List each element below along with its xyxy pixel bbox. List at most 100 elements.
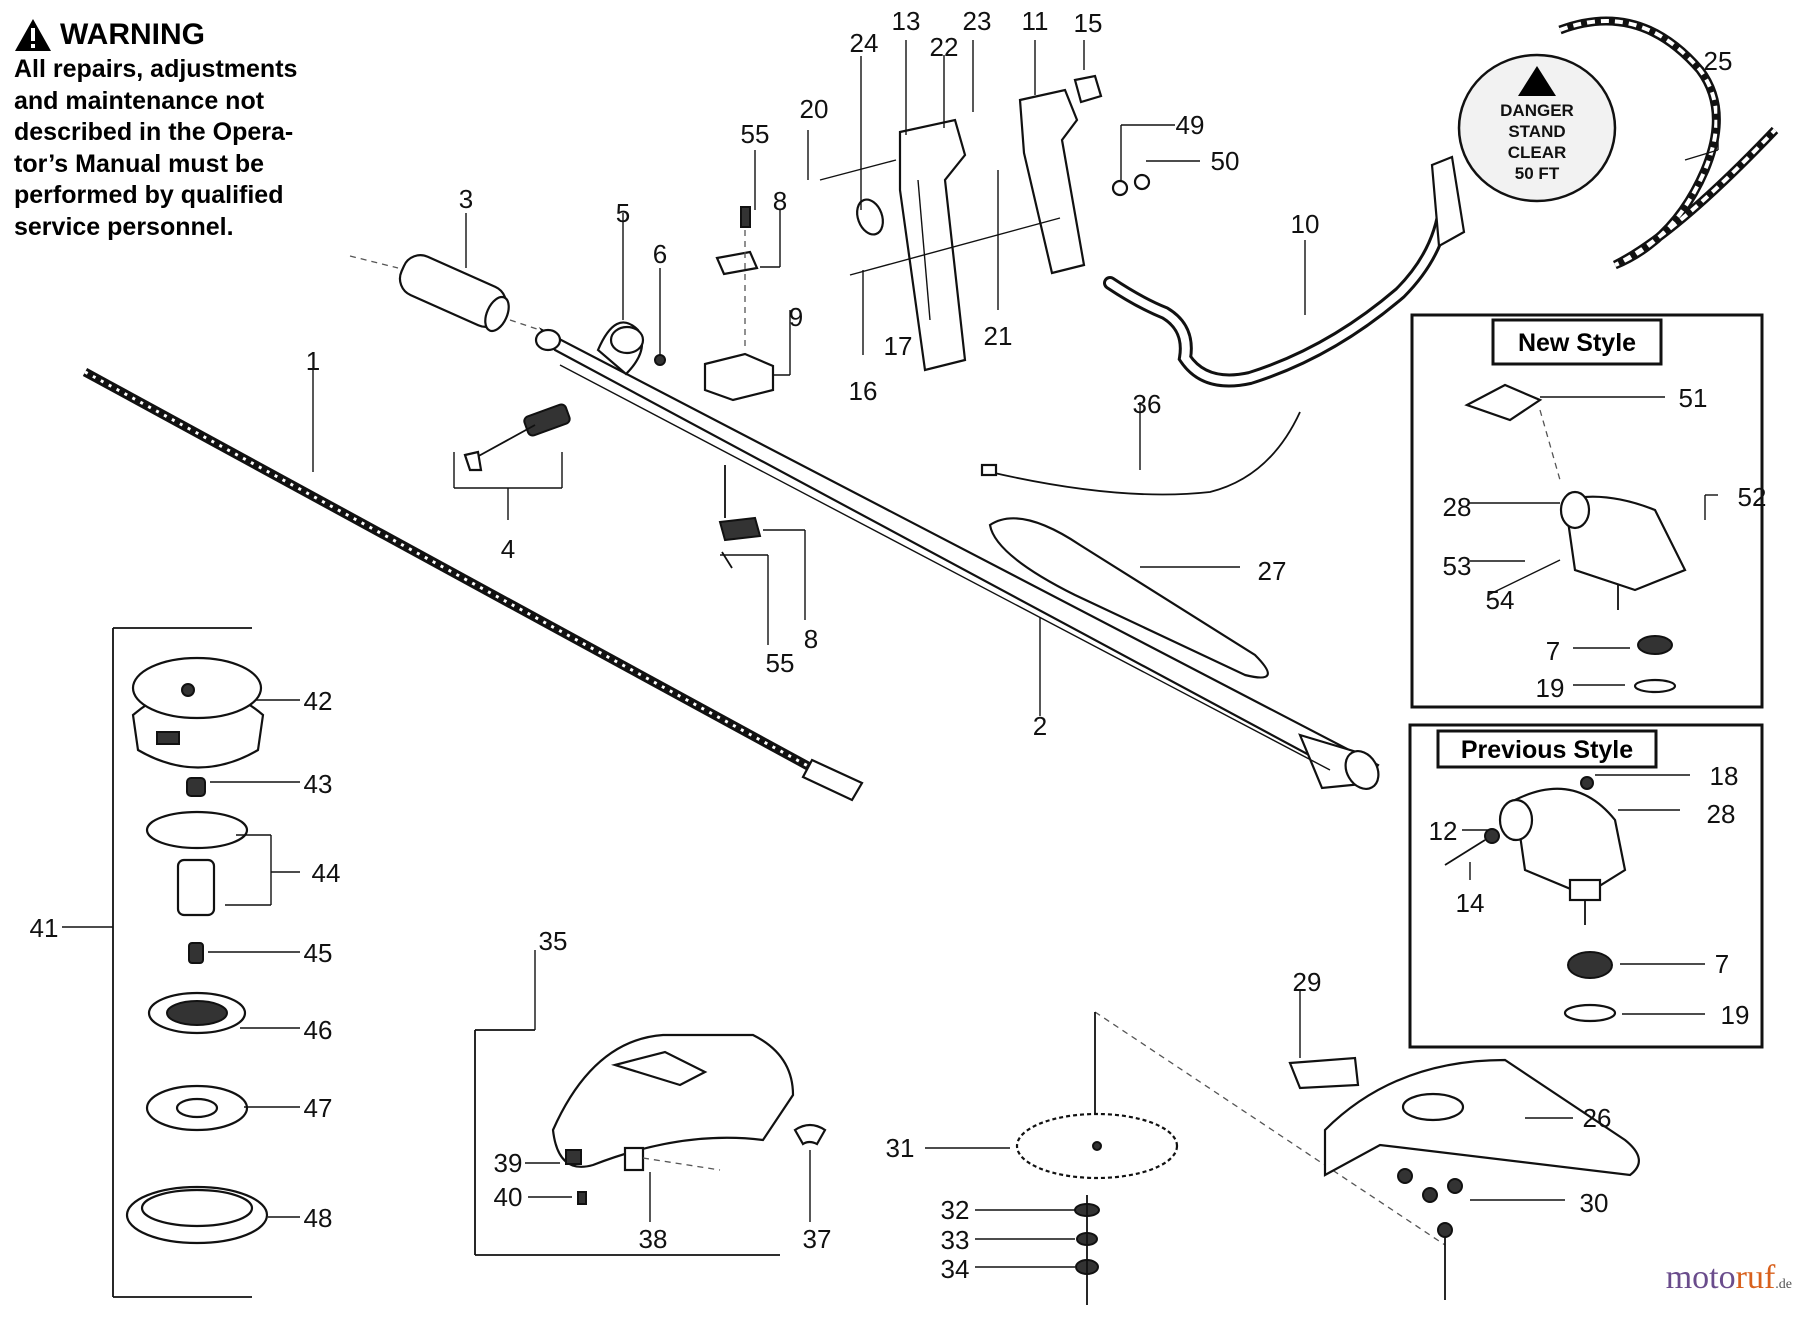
callout-8-top: 8 <box>773 186 787 216</box>
callout-32: 32 <box>941 1195 970 1225</box>
throttle-bracket <box>703 206 775 569</box>
warning-title: WARNING <box>60 18 205 51</box>
callout-28-previous: 28 <box>1707 799 1736 829</box>
callout-34: 34 <box>941 1254 970 1284</box>
callout-41: 41 <box>30 913 59 943</box>
callout-8-bottom: 8 <box>804 624 818 654</box>
callout-25: 25 <box>1704 46 1733 76</box>
callout-14: 14 <box>1456 888 1485 918</box>
callout-3: 3 <box>459 184 473 214</box>
danger-decal: DANGER STAND CLEAR 50 FT <box>1457 16 1779 270</box>
callout-51: 51 <box>1679 383 1708 413</box>
callout-43: 43 <box>304 769 333 799</box>
decal-line: STAND <box>1508 122 1565 141</box>
callout-7-previous: 7 <box>1715 949 1729 979</box>
callout-13: 13 <box>892 6 921 36</box>
warning-triangle-icon <box>15 19 51 51</box>
callout-22: 22 <box>930 32 959 62</box>
previous-style-title: Previous Style <box>1461 736 1633 764</box>
callout-20: 20 <box>800 94 829 124</box>
decal-line: DANGER <box>1500 101 1574 120</box>
callout-49: 49 <box>1176 110 1205 140</box>
callout-9: 9 <box>789 302 803 332</box>
watermark-part-2: ruf <box>1735 1259 1776 1296</box>
callout-11: 11 <box>1022 6 1049 36</box>
callout-27: 27 <box>1258 556 1287 586</box>
callout-7-new: 7 <box>1546 636 1560 666</box>
callout-17: 17 <box>884 331 913 361</box>
warning-line: performed by qualified <box>14 181 284 209</box>
warning-line: service personnel. <box>14 212 234 241</box>
warning-heading: WARNING <box>14 18 349 52</box>
callout-55-bottom: 55 <box>766 648 795 678</box>
warning-notice: WARNING All repairs, adjustments and mai… <box>14 18 349 243</box>
callout-48: 48 <box>304 1203 333 1233</box>
watermark-part-1: moto <box>1665 1259 1736 1296</box>
grass-shield <box>474 1029 827 1256</box>
callout-54: 54 <box>1486 585 1515 615</box>
trimmer-head-assembly <box>112 627 269 1298</box>
callout-55-top: 55 <box>741 119 770 149</box>
decal-line: CLEAR <box>1508 143 1567 162</box>
ignition-wire <box>980 411 1301 496</box>
new-style-box: New Style <box>1410 313 1764 709</box>
warning-line: and maintenance not <box>14 86 265 115</box>
callout-30: 30 <box>1580 1188 1609 1218</box>
callout-15: 15 <box>1074 8 1103 38</box>
saw-blade-assembly <box>1015 1011 1640 1305</box>
callout-33: 33 <box>941 1225 970 1255</box>
warning-line: tor’s Manual must be <box>14 149 265 178</box>
foam-grip <box>349 254 541 333</box>
callout-28-new: 28 <box>1443 492 1472 522</box>
callout-19-new: 19 <box>1536 673 1565 703</box>
shaft-tube <box>534 327 1380 790</box>
callout-4: 4 <box>501 534 515 564</box>
callout-44: 44 <box>312 858 341 888</box>
callout-2: 2 <box>1033 711 1047 741</box>
callout-37: 37 <box>803 1224 832 1254</box>
callout-19-previous: 19 <box>1721 1000 1750 1030</box>
callout-1: 1 <box>306 346 320 376</box>
callout-38: 38 <box>639 1224 668 1254</box>
site-watermark: motoruf.de <box>1666 1259 1792 1297</box>
callout-46: 46 <box>304 1015 333 1045</box>
watermark-suffix: .de <box>1775 1277 1792 1292</box>
callout-40: 40 <box>494 1182 523 1212</box>
previous-style-box: Previous Style <box>1408 723 1764 1049</box>
callout-35: 35 <box>539 926 568 956</box>
shaft-pad <box>988 517 1269 679</box>
callout-42: 42 <box>304 686 333 716</box>
callout-16: 16 <box>849 376 878 406</box>
callout-24: 24 <box>850 28 879 58</box>
callout-50: 50 <box>1211 146 1240 176</box>
callout-52: 52 <box>1738 482 1767 512</box>
callout-29: 29 <box>1293 967 1322 997</box>
warning-line: described in the Opera- <box>14 118 294 146</box>
leader-lines <box>62 40 1719 1268</box>
callout-31: 31 <box>886 1133 915 1163</box>
throttle-handle <box>819 74 1151 372</box>
new-style-title: New Style <box>1518 329 1636 357</box>
callout-18: 18 <box>1710 761 1739 791</box>
callout-53: 53 <box>1443 551 1472 581</box>
callout-10: 10 <box>1291 209 1320 239</box>
warning-text: All repairs, adjustments and maintenance… <box>14 54 349 243</box>
callout-5: 5 <box>616 198 630 228</box>
callout-numbers: 1 2 3 4 5 6 7 7 8 8 9 10 11 12 13 14 15 … <box>30 6 1767 1284</box>
callout-26: 26 <box>1583 1103 1612 1133</box>
callout-23: 23 <box>963 6 992 36</box>
loop-handle <box>1103 155 1466 388</box>
callout-36: 36 <box>1133 389 1162 419</box>
handle-clamp <box>463 321 666 472</box>
callout-45: 45 <box>304 938 333 968</box>
callout-21: 21 <box>984 321 1013 351</box>
decal-line: 50 FT <box>1515 164 1560 183</box>
drive-shaft <box>82 368 864 802</box>
callout-6: 6 <box>653 239 667 269</box>
callout-47: 47 <box>304 1093 333 1123</box>
warning-line: All repairs, adjustments <box>14 55 298 83</box>
callout-39: 39 <box>494 1148 523 1178</box>
callout-12: 12 <box>1429 816 1458 846</box>
